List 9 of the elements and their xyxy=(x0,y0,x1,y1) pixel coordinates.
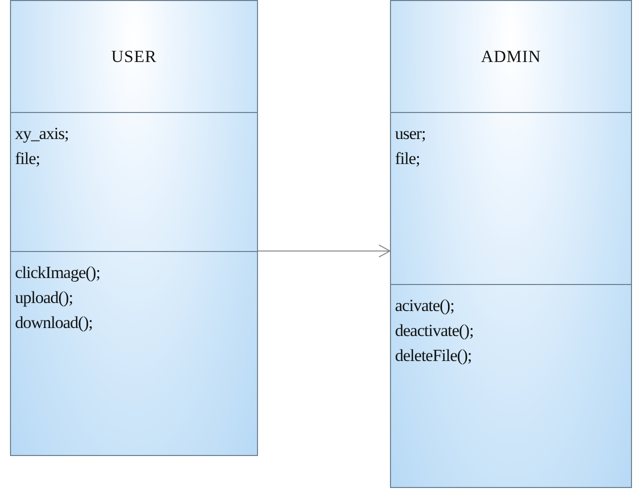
attribute-list: user; file; xyxy=(395,121,426,276)
class-box xyxy=(390,0,632,488)
method-list: acivate(); deactivate(); deleteFile(); xyxy=(395,293,474,479)
class-box xyxy=(10,0,258,456)
attribute-list: xy_axis; file; xyxy=(15,121,69,243)
method-list: clickImage(); upload(); download(); xyxy=(15,260,100,447)
class-name: ADMIN xyxy=(480,46,542,66)
class-name: USER xyxy=(111,46,157,66)
association-arrow xyxy=(258,244,390,258)
